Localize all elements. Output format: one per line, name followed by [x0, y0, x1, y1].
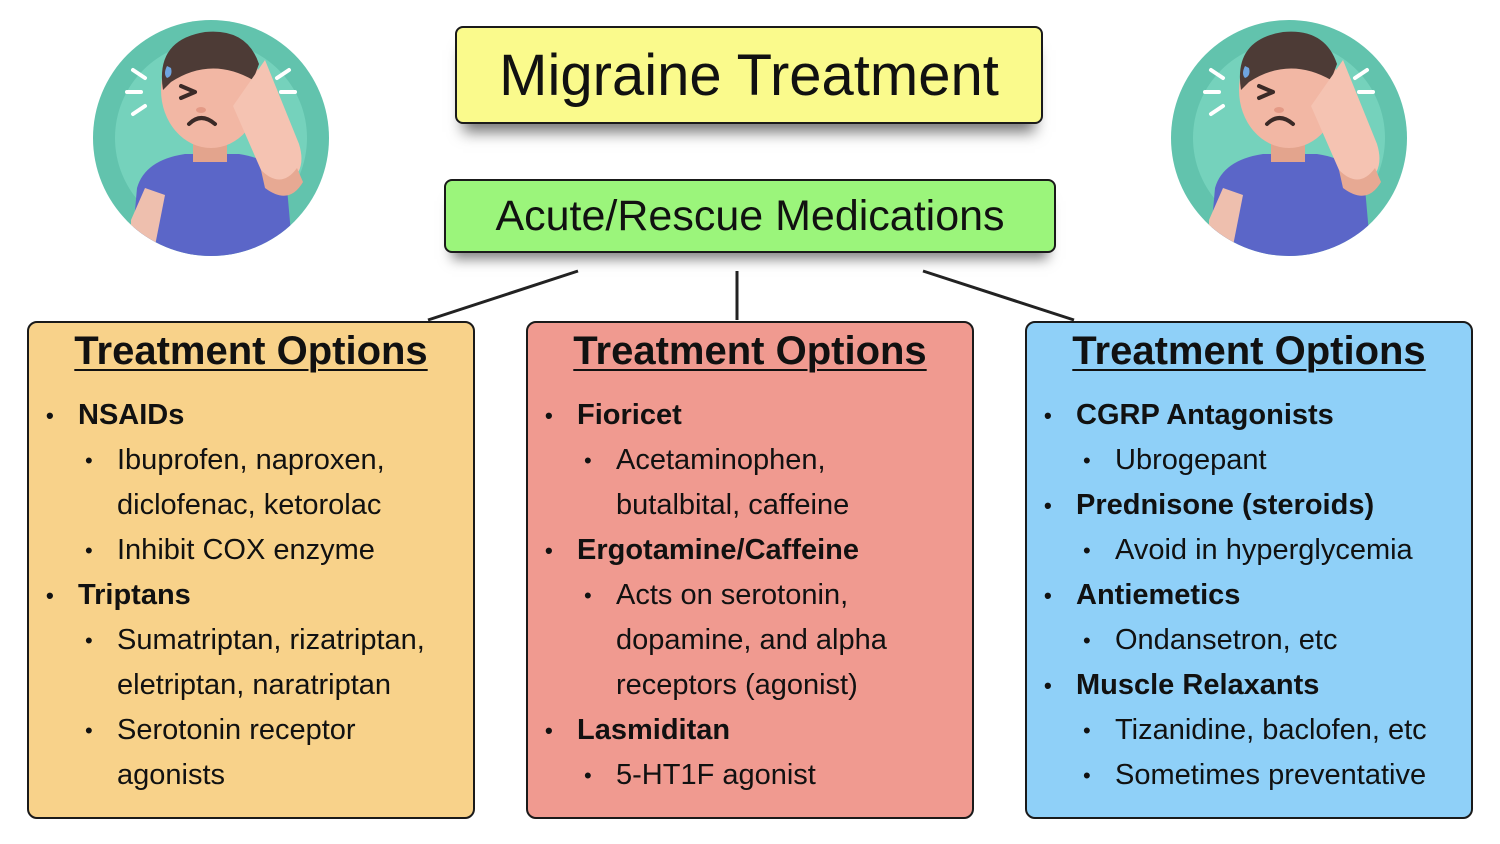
panel-title: Treatment Options — [573, 329, 927, 373]
item-text: Acetaminophen, — [616, 444, 826, 476]
drug-class-item: • CGRP Antagonists — [1027, 393, 1471, 438]
bullet-icon: • — [85, 448, 93, 473]
drug-class-item: • Prednisone (steroids) — [1027, 483, 1471, 528]
item-text: Antiemetics — [1076, 579, 1241, 611]
detail-item: diclofenac, ketorolac — [29, 483, 473, 528]
bullet-icon: • — [1083, 763, 1091, 788]
detail-item: • Avoid in hyperglycemia — [1027, 528, 1471, 573]
detail-item: • Ondansetron, etc — [1027, 618, 1471, 663]
detail-item: receptors (agonist) — [528, 663, 972, 708]
bullet-icon: • — [584, 763, 592, 788]
panel-title: Treatment Options — [1072, 329, 1426, 373]
bullet-icon: • — [1083, 718, 1091, 743]
item-text: Avoid in hyperglycemia — [1115, 534, 1413, 566]
drug-class-item: • Lasmiditan — [528, 708, 972, 753]
detail-item: • Acts on serotonin, — [528, 573, 972, 618]
item-text: Lasmiditan — [577, 714, 731, 746]
person-with-headache-icon — [1171, 20, 1407, 256]
item-text: Ubrogepant — [1115, 444, 1267, 476]
detail-item: • Tizanidine, baclofen, etc — [1027, 708, 1471, 753]
item-text: Ondansetron, etc — [1115, 624, 1338, 656]
drug-class-item: • Ergotamine/Caffeine — [528, 528, 972, 573]
connector-right — [922, 269, 1075, 322]
detail-item: • Sumatriptan, rizatriptan, — [29, 618, 473, 663]
bullet-icon: • — [1083, 448, 1091, 473]
item-text: CGRP Antagonists — [1076, 399, 1334, 431]
bullet-icon: • — [584, 448, 592, 473]
person-with-headache-icon — [93, 20, 329, 256]
item-text: diclofenac, ketorolac — [117, 489, 382, 521]
diagram-title: Migraine Treatment — [455, 26, 1043, 124]
item-text: Prednisone (steroids) — [1076, 489, 1375, 521]
bullet-icon: • — [1083, 628, 1091, 653]
bullet-icon: • — [46, 403, 54, 428]
item-text: Sumatriptan, rizatriptan, — [117, 624, 425, 656]
detail-item: • Ubrogepant — [1027, 438, 1471, 483]
treatment-panel-right: Treatment Options • CGRP Antagonists • Ubro… — [1025, 321, 1473, 819]
bullet-icon: • — [584, 583, 592, 608]
detail-item: agonists — [29, 753, 473, 798]
drug-class-item: • Triptans — [29, 573, 473, 618]
panel-title: Treatment Options — [74, 329, 428, 373]
drug-class-item: • NSAIDs — [29, 393, 473, 438]
bullet-icon: • — [85, 538, 93, 563]
bullet-icon: • — [1044, 673, 1052, 698]
bullet-icon: • — [1044, 493, 1052, 518]
bullet-icon: • — [1083, 538, 1091, 563]
item-text: Tizanidine, baclofen, etc — [1115, 714, 1427, 746]
detail-item: butalbital, caffeine — [528, 483, 972, 528]
bullet-icon: • — [85, 628, 93, 653]
item-text: Triptans — [78, 579, 191, 611]
item-text: NSAIDs — [78, 399, 185, 431]
item-text: Inhibit COX enzyme — [117, 534, 375, 566]
bullet-icon: • — [545, 538, 553, 563]
bullet-icon: • — [545, 718, 553, 743]
treatment-list: • NSAIDs • Ibuprofen, naproxen, diclofenac, … — [29, 393, 473, 798]
detail-item: eletriptan, naratriptan — [29, 663, 473, 708]
treatment-list: • CGRP Antagonists • Ubrogepant • Prednisone … — [1027, 393, 1471, 798]
item-text: Fioricet — [577, 399, 682, 431]
item-text: agonists — [117, 759, 226, 791]
acute-medications-heading: Acute/Rescue Medications — [444, 179, 1056, 253]
item-text: Ergotamine/Caffeine — [577, 534, 859, 566]
connector-left — [427, 269, 579, 322]
item-text: dopamine, and alpha — [616, 624, 887, 656]
drug-class-item: • Antiemetics — [1027, 573, 1471, 618]
drug-class-item: • Muscle Relaxants — [1027, 663, 1471, 708]
item-text: 5-HT1F agonist — [616, 759, 816, 791]
detail-item: • Sometimes preventative — [1027, 753, 1471, 798]
item-text: Serotonin receptor — [117, 714, 356, 746]
detail-item: dopamine, and alpha — [528, 618, 972, 663]
item-text: receptors (agonist) — [616, 669, 858, 701]
detail-item: • Acetaminophen, — [528, 438, 972, 483]
bullet-icon: • — [545, 403, 553, 428]
item-text: Sometimes preventative — [1115, 759, 1427, 791]
drug-class-item: • Fioricet — [528, 393, 972, 438]
item-text: Acts on serotonin, — [616, 579, 849, 611]
item-text: eletriptan, naratriptan — [117, 669, 392, 701]
item-text: Ibuprofen, naproxen, — [117, 444, 385, 476]
bullet-icon: • — [1044, 583, 1052, 608]
item-text: butalbital, caffeine — [616, 489, 850, 521]
bullet-icon: • — [1044, 403, 1052, 428]
treatment-panel-left: Treatment Options • NSAIDs • Ibuprofen, nap… — [27, 321, 475, 819]
treatment-list: • Fioricet • Acetaminophen, butalbital, caff… — [528, 393, 972, 798]
bullet-icon: • — [46, 583, 54, 608]
detail-item: • Inhibit COX enzyme — [29, 528, 473, 573]
detail-item: • Serotonin receptor — [29, 708, 473, 753]
detail-item: • 5-HT1F agonist — [528, 753, 972, 798]
treatment-panel-middle: Treatment Options • Fioricet • Acetaminophe… — [526, 321, 974, 819]
detail-item: • Ibuprofen, naproxen, — [29, 438, 473, 483]
item-text: Muscle Relaxants — [1076, 669, 1320, 701]
bullet-icon: • — [85, 718, 93, 743]
